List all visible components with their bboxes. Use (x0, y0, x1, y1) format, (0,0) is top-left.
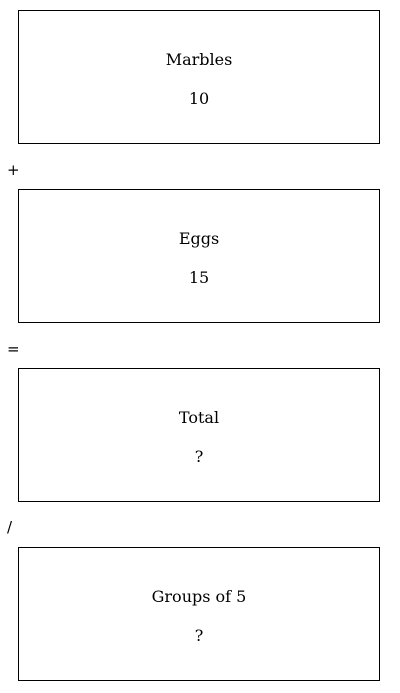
box-value: ? (194, 626, 204, 645)
eggs-box: Eggs 15 (18, 189, 380, 323)
box-value: ? (194, 447, 204, 466)
divide-operator: / (7, 518, 13, 536)
box-label: Eggs (178, 229, 220, 248)
box-label: Marbles (165, 50, 233, 69)
plus-operator: + (7, 161, 20, 179)
total-box: Total ? (18, 368, 380, 502)
box-label: Total (178, 408, 220, 427)
marbles-box: Marbles 10 (18, 10, 380, 144)
box-value: 15 (188, 268, 210, 287)
groups-of-5-box: Groups of 5 ? (18, 547, 380, 681)
equals-operator: = (7, 340, 20, 358)
box-value: 10 (188, 89, 210, 108)
box-label: Groups of 5 (151, 587, 247, 606)
